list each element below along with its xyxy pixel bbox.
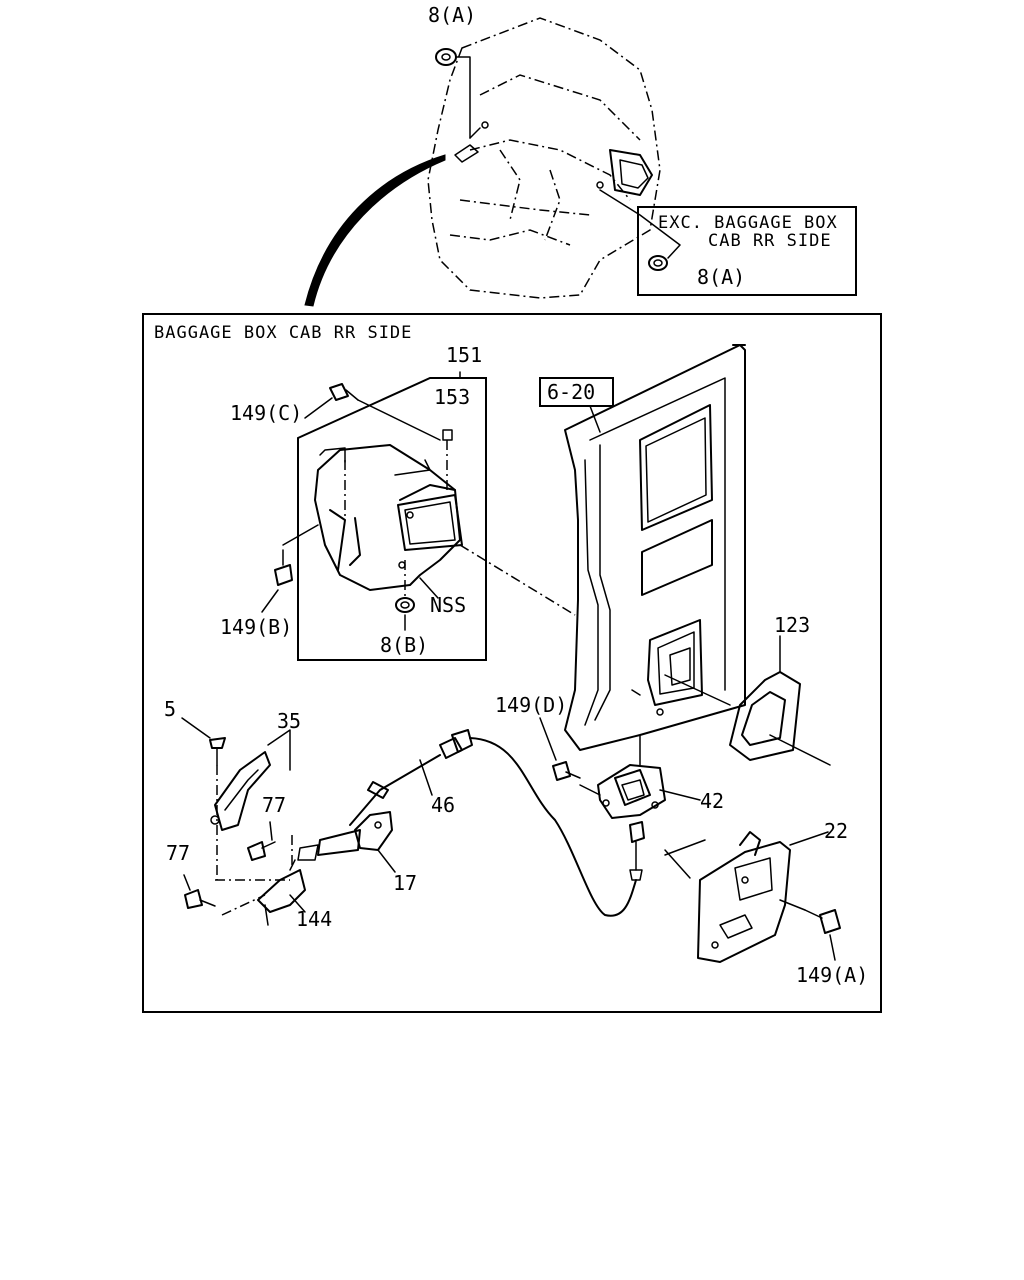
- cable-46: [349, 729, 473, 826]
- label-151: 151: [446, 343, 482, 367]
- label-6-20: 6-20: [547, 380, 595, 404]
- baggage-box-body: [314, 444, 463, 591]
- main-frame: [142, 313, 882, 1013]
- rod-144: [257, 835, 306, 926]
- bolt-149c: [304, 383, 441, 441]
- bolt-149a: [779, 899, 841, 961]
- bellcrank-17: [297, 811, 396, 873]
- label-8a-top: 8(A): [428, 3, 476, 27]
- bolt-77-upper: [247, 821, 276, 861]
- label-149d: 149(D): [495, 693, 567, 717]
- label-77-upper: 77: [262, 793, 286, 817]
- label-149a: 149(A): [796, 963, 868, 987]
- label-8a-inset: 8(A): [697, 265, 745, 289]
- nss-leader: [419, 577, 439, 599]
- label-22: 22: [824, 819, 848, 843]
- label-149b: 149(B): [220, 615, 292, 639]
- label-8b: 8(B): [380, 633, 428, 657]
- striker-plate-22: [664, 831, 829, 963]
- bolt-149d: [539, 717, 601, 796]
- screw-5: [181, 717, 226, 880]
- washer-8a-top: [435, 48, 481, 139]
- callout-arrow: [304, 154, 446, 307]
- rear-panel: [564, 344, 746, 751]
- inset-caption-2: CAB RR SIDE: [708, 231, 832, 251]
- inset-exc-baggage-box: [599, 189, 857, 296]
- top-assembly: [427, 17, 661, 299]
- main-caption: BAGGAGE BOX CAB RR SIDE: [154, 323, 412, 343]
- label-149c: 149(C): [230, 401, 302, 425]
- clip-153: [442, 429, 453, 490]
- ref-box-6-20: [539, 377, 614, 433]
- label-5: 5: [164, 697, 176, 721]
- nut-8b: [395, 560, 415, 631]
- label-42: 42: [700, 789, 724, 813]
- cable: [469, 737, 637, 917]
- latch-pin: [629, 821, 645, 881]
- label-123: 123: [774, 613, 810, 637]
- bolt-77-lower: [183, 874, 290, 916]
- seal-123: [664, 635, 831, 766]
- label-nss: NSS: [430, 593, 466, 617]
- label-17: 17: [393, 871, 417, 895]
- inset-caption-1: EXC. BAGGAGE BOX: [658, 213, 838, 233]
- label-77-lower: 77: [166, 841, 190, 865]
- label-153: 153: [434, 385, 470, 409]
- baggage-box-subframe: [297, 371, 487, 661]
- label-35: 35: [277, 709, 301, 733]
- connector-line: [459, 544, 576, 616]
- label-144: 144: [296, 907, 332, 931]
- bolt-149b: [261, 524, 319, 613]
- label-46: 46: [431, 793, 455, 817]
- latch-bracket-42: [597, 734, 701, 819]
- handle-35: [210, 729, 291, 831]
